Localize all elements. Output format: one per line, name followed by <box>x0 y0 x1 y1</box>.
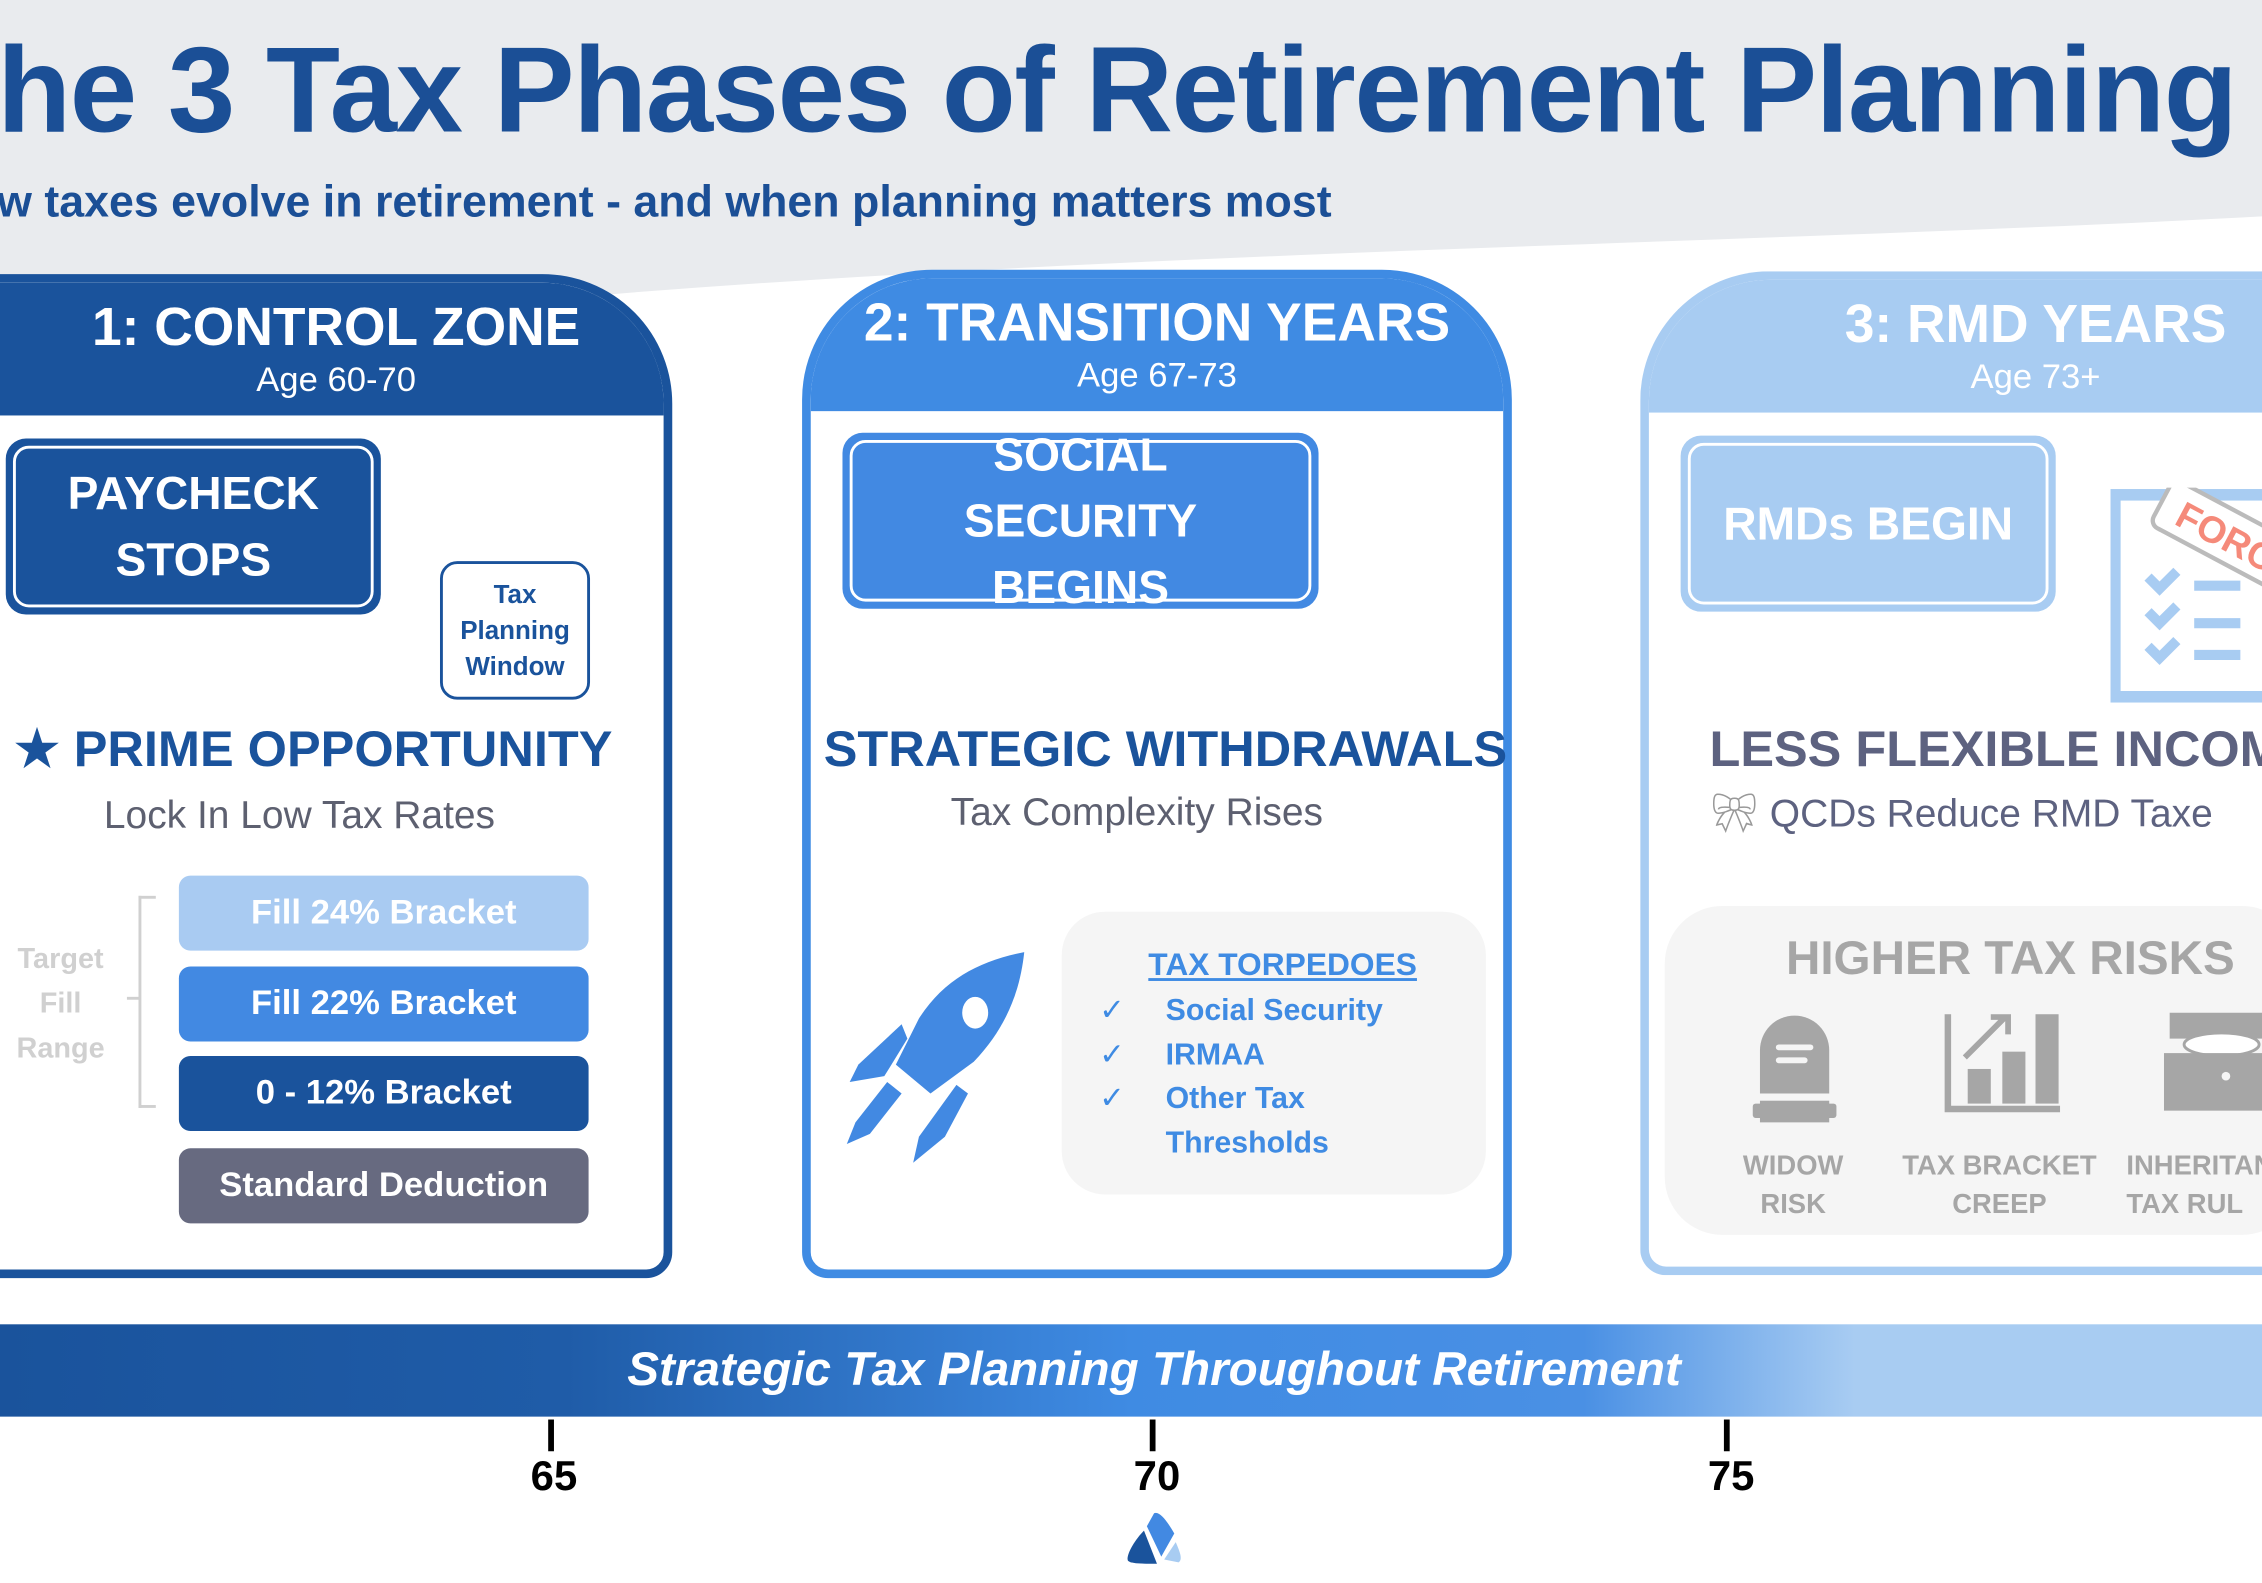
page-subtitle: w taxes evolve in retirement - and when … <box>0 175 1332 227</box>
phase-age: Age 60-70 <box>256 360 417 400</box>
standard-deduction: Standard Deduction <box>178 1148 589 1224</box>
torpedo-item: ✓ Other Tax Thresholds <box>1099 1078 1383 1166</box>
tax-torpedoes-panel <box>1061 911 1486 1195</box>
phase-headline: LESS FLEXIBLE INCOM <box>1709 721 2262 778</box>
check-icon: ✓ <box>1099 993 1125 1028</box>
risk-widow: WIDOW RISK <box>1742 1151 1844 1221</box>
tick-label-65: 65 <box>530 1454 578 1501</box>
treasure-chest-icon <box>2163 1012 2262 1111</box>
badge-label: Tax Planning Window <box>460 579 570 681</box>
phase-title: 3: RMD YEARS <box>1844 294 2227 354</box>
star-icon: ★ <box>14 721 60 778</box>
torpedo-list: ✓ Social Security ✓ IRMAA ✓ Other Tax Thres… <box>1099 990 1383 1166</box>
torpedo-label: IRMAA <box>1165 1037 1265 1072</box>
event-label: SOCIAL SECURITY BEGINS <box>963 428 1198 614</box>
phase-header: 3: RMD YEARS Age 73+ <box>1648 279 2262 413</box>
subline-text: QCDs Reduce RMD Taxe <box>1769 791 2213 836</box>
tick-label-70: 70 <box>1133 1454 1181 1501</box>
phase-age: Age 73+ <box>1970 357 2101 397</box>
torpedo-item: ✓ Social Security <box>1099 990 1383 1034</box>
target-fill-label: Target Fill Range <box>16 943 105 1065</box>
phase-header: 2: TRANSITION YEARS Age 67-73 <box>810 278 1504 412</box>
phase-header: 1: CONTROL ZONE Age 60-70 <box>0 282 664 416</box>
bracket-24: Fill 24% Bracket <box>178 875 589 951</box>
event-label: PAYCHECK STOPS <box>67 467 319 586</box>
timeline-banner <box>0 1324 2262 1417</box>
event-rmds-begin: RMDs BEGIN <box>1680 435 2056 612</box>
tick-65 <box>548 1419 554 1452</box>
phase-headline: STRATEGIC WITHDRAWALS <box>823 721 1508 778</box>
phase-subline: Tax Complexity Rises <box>950 790 1323 834</box>
brace-tip <box>126 996 140 1000</box>
timeline-banner-text: Strategic Tax Planning Throughout Retire… <box>627 1341 1681 1395</box>
event-label: RMDs BEGIN <box>1723 496 2014 549</box>
higher-tax-risks-title: HIGHER TAX RISKS <box>1785 930 2235 984</box>
rising-bar-chart-icon <box>1944 1014 2061 1113</box>
event-social-security-begins: SOCIAL SECURITY BEGINS <box>842 428 1319 613</box>
tick-75 <box>1723 1419 1730 1452</box>
tax-torpedoes-title: TAX TORPEDOES <box>1148 946 1417 983</box>
torpedo-label: Other Tax Thresholds <box>1165 1081 1329 1160</box>
brand-logo <box>1127 1512 1181 1564</box>
bracket-22: Fill 22% Bracket <box>178 966 589 1042</box>
tax-planning-window-badge: Tax Planning Window <box>439 561 591 700</box>
phase-headline: ★ PRIME OPPORTUNITY <box>14 721 612 779</box>
check-icon: ✓ <box>1099 1037 1125 1072</box>
torpedo-item: ✓ IRMAA <box>1099 1034 1383 1078</box>
torpedo-label: Social Security <box>1165 993 1383 1028</box>
phase-subline: 🎀︎ QCDs Reduce RMD Taxe <box>1709 791 2212 837</box>
phase-title: 1: CONTROL ZONE <box>91 297 581 357</box>
risk-bracket-creep: TAX BRACKET CREEP <box>1902 1151 2097 1221</box>
tick-label-75: 75 <box>1707 1454 1755 1501</box>
check-icon: ✓ <box>1099 1081 1125 1116</box>
event-paycheck-stops: PAYCHECK STOPS <box>5 438 381 615</box>
headline-text: PRIME OPPORTUNITY <box>73 721 613 778</box>
phase-age: Age 67-73 <box>1077 356 1237 396</box>
rocket-icon <box>846 952 1025 1163</box>
target-range-brace <box>138 895 156 1108</box>
gift-bow-icon: 🎀︎ <box>1709 791 1759 836</box>
phase-title: 2: TRANSITION YEARS <box>863 292 1451 352</box>
tick-70 <box>1149 1419 1156 1452</box>
forced-checklist-icon: FORC <box>2110 487 2262 703</box>
bracket-0-12: 0 - 12% Bracket <box>178 1055 589 1131</box>
risk-inheritance: INHERITAN TAX RUL <box>2126 1151 2262 1221</box>
page-title: he 3 Tax Phases of Retirement Planning <box>0 21 2238 158</box>
gravestone-icon <box>1751 1015 1838 1123</box>
phase-subline: Lock In Low Tax Rates <box>103 793 496 837</box>
header-background <box>0 0 2262 347</box>
